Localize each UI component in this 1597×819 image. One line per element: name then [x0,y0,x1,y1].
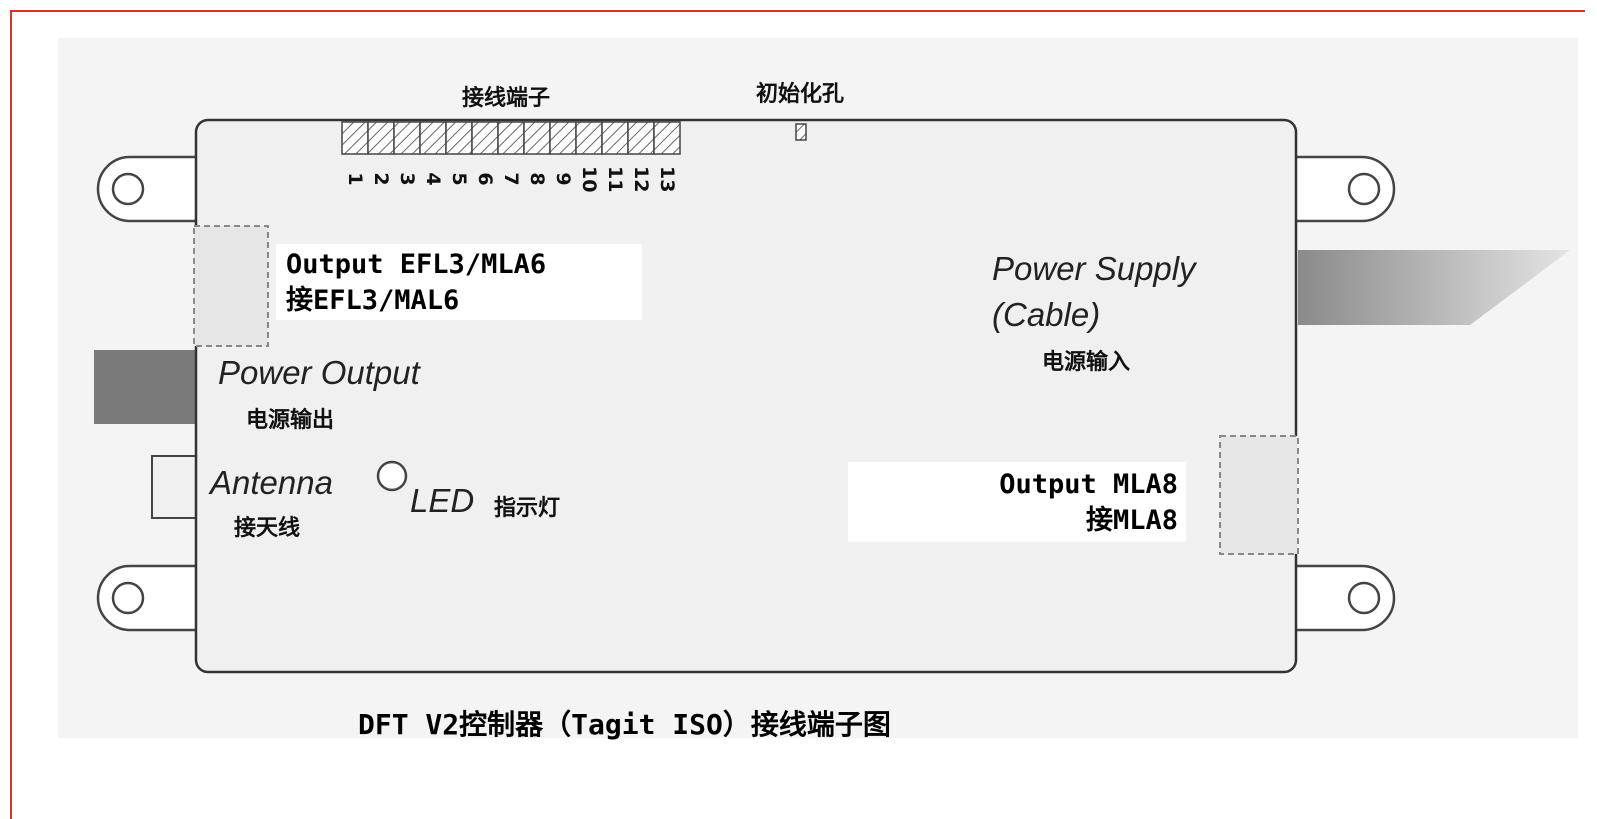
mounting-ear-bottom-left [96,564,196,632]
power-supply-cable [1298,250,1570,325]
power-output-label: Power Output [218,354,420,391]
terminal-number: 13 [656,166,678,193]
power-supply-zh-label: 电源输入 [1042,350,1131,375]
terminal-number: 7 [500,172,522,186]
terminal-number: 12 [630,166,652,193]
terminal-number: 1 [344,172,366,186]
power-supply-label: Power Supply [992,250,1196,287]
terminal-block [341,121,681,155]
terminal-number: 9 [552,172,574,186]
antenna-label: Antenna [210,464,333,501]
outer-frame [10,10,1585,819]
output-mla8-line2: 接MLA8 [1085,505,1178,536]
antenna-connector [151,455,199,519]
terminal-number: 5 [448,172,470,186]
output-mla8-label: Output MLA8 接MLA8 [848,462,1186,542]
controller-body [194,118,1298,674]
output-efl-line1: Output EFL3/MLA6 [286,249,547,280]
power-output-zh-label: 电源输出 [246,408,335,433]
led-zh-label: 指示灯 [494,496,561,521]
led-icon [376,460,408,492]
terminal-number: 8 [526,172,548,186]
output-efl-line2: 接EFL3/MAL6 [286,285,460,316]
power-supply-cable-label: (Cable) [992,296,1101,333]
init-hole-label: 初始化孔 [756,82,845,107]
terminal-number: 10 [578,166,600,193]
mounting-ear-bottom-right [1296,564,1396,632]
output-efl-label: Output EFL3/MLA6 接EFL3/MAL6 [276,244,642,320]
led-label: LED [410,482,475,519]
output-mla8-line1: Output MLA8 [999,469,1178,500]
terminal-number: 2 [370,172,392,186]
mounting-ear-top-left [96,155,196,223]
terminal-number: 6 [474,172,496,186]
terminal-number: 11 [604,166,626,193]
left-output-connector [193,225,269,347]
power-output-cable [94,350,196,424]
diagram-caption: DFT V2控制器（Tagit ISO）接线端子图 [358,708,891,741]
antenna-zh-label: 接天线 [234,516,301,541]
terminal-number: 4 [422,172,444,186]
mounting-ear-top-right [1296,155,1396,223]
init-hole [795,123,807,141]
terminal-block-label: 接线端子 [462,86,551,111]
terminal-number: 3 [396,172,418,186]
right-output-connector [1219,435,1299,555]
